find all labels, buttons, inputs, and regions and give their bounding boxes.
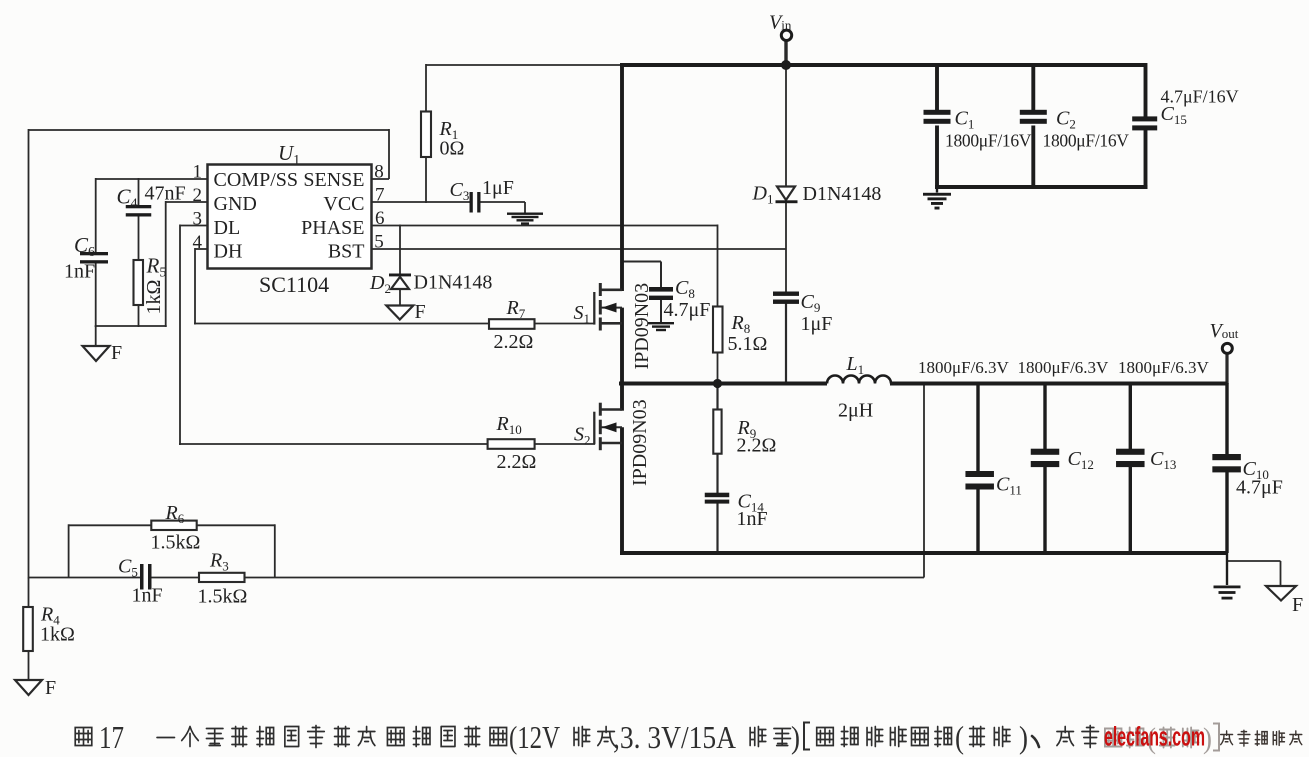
- svg-text:): ): [1203, 722, 1212, 755]
- svg-text:VCC: VCC: [323, 193, 364, 215]
- svg-text:DH: DH: [214, 240, 243, 262]
- svg-text:5.1Ω: 5.1Ω: [728, 333, 768, 355]
- svg-text:2.2Ω: 2.2Ω: [494, 331, 534, 353]
- svg-text:1nF: 1nF: [132, 585, 163, 607]
- svg-text:2.2Ω: 2.2Ω: [497, 451, 537, 473]
- svg-text:0Ω: 0Ω: [440, 138, 465, 160]
- svg-text:1kΩ: 1kΩ: [143, 280, 165, 315]
- svg-text:(: (: [955, 719, 964, 755]
- svg-text:1nF: 1nF: [737, 508, 768, 530]
- svg-text:1nF: 1nF: [64, 261, 95, 283]
- svg-text:DL: DL: [214, 217, 241, 239]
- svg-text:7: 7: [375, 185, 385, 206]
- svg-text:BST: BST: [328, 240, 365, 262]
- svg-text:1800μF/6.3V: 1800μF/6.3V: [1018, 358, 1110, 377]
- svg-text:1.5kΩ: 1.5kΩ: [198, 586, 248, 608]
- svg-text:D1N4148: D1N4148: [803, 183, 882, 205]
- svg-text:1800μF/6.3V: 1800μF/6.3V: [1118, 358, 1210, 377]
- svg-text:1μF: 1μF: [801, 313, 833, 335]
- svg-text:4.7μF: 4.7μF: [1236, 477, 1283, 499]
- svg-text:4: 4: [193, 232, 203, 253]
- svg-text:,3. 3V/15A: ,3. 3V/15A: [613, 719, 736, 755]
- svg-text:8: 8: [374, 162, 384, 183]
- svg-text:1μF: 1μF: [482, 177, 514, 199]
- svg-text:4.7μF: 4.7μF: [664, 299, 711, 321]
- svg-text:Vin: Vin: [769, 12, 792, 34]
- svg-text:SC1104: SC1104: [259, 272, 329, 297]
- svg-text:(12V: (12V: [509, 719, 560, 755]
- svg-text:SENSE: SENSE: [303, 169, 364, 191]
- svg-text:2μH: 2μH: [838, 400, 873, 422]
- svg-text:PHASE: PHASE: [301, 217, 364, 239]
- svg-text:6: 6: [375, 208, 385, 229]
- svg-text:5: 5: [374, 232, 384, 253]
- svg-text:1: 1: [193, 162, 203, 183]
- svg-text:GND: GND: [214, 193, 257, 215]
- svg-text:F: F: [415, 301, 426, 323]
- svg-text:IPD09N03: IPD09N03: [629, 399, 651, 486]
- svg-text:1.5kΩ: 1.5kΩ: [151, 532, 201, 554]
- svg-text:F: F: [45, 677, 56, 699]
- svg-text:D1N4148: D1N4148: [414, 272, 493, 294]
- svg-text:1kΩ: 1kΩ: [40, 624, 75, 646]
- svg-text:IPD09N03: IPD09N03: [631, 283, 653, 370]
- svg-text:4.7μF/16V: 4.7μF/16V: [1161, 87, 1239, 107]
- svg-text:3: 3: [193, 209, 203, 230]
- svg-text:1800μF/6.3V: 1800μF/6.3V: [918, 358, 1010, 377]
- svg-text:Vout: Vout: [1210, 320, 1239, 342]
- svg-text:47nF: 47nF: [145, 183, 186, 205]
- svg-text:2: 2: [193, 185, 203, 206]
- svg-text:F: F: [1292, 594, 1303, 616]
- svg-text:): ): [1019, 719, 1028, 755]
- svg-text:17: 17: [99, 719, 124, 755]
- svg-text:1800μF/16V: 1800μF/16V: [945, 130, 1032, 150]
- svg-text:): ): [791, 719, 800, 755]
- svg-text:1800μF/16V: 1800μF/16V: [1043, 130, 1130, 150]
- svg-text:elecfans.com: elecfans.com: [1104, 722, 1205, 752]
- svg-text:(: (: [1147, 722, 1156, 755]
- svg-text:F: F: [111, 342, 122, 364]
- svg-text:COMP/SS: COMP/SS: [214, 169, 299, 191]
- svg-text:2.2Ω: 2.2Ω: [737, 435, 777, 457]
